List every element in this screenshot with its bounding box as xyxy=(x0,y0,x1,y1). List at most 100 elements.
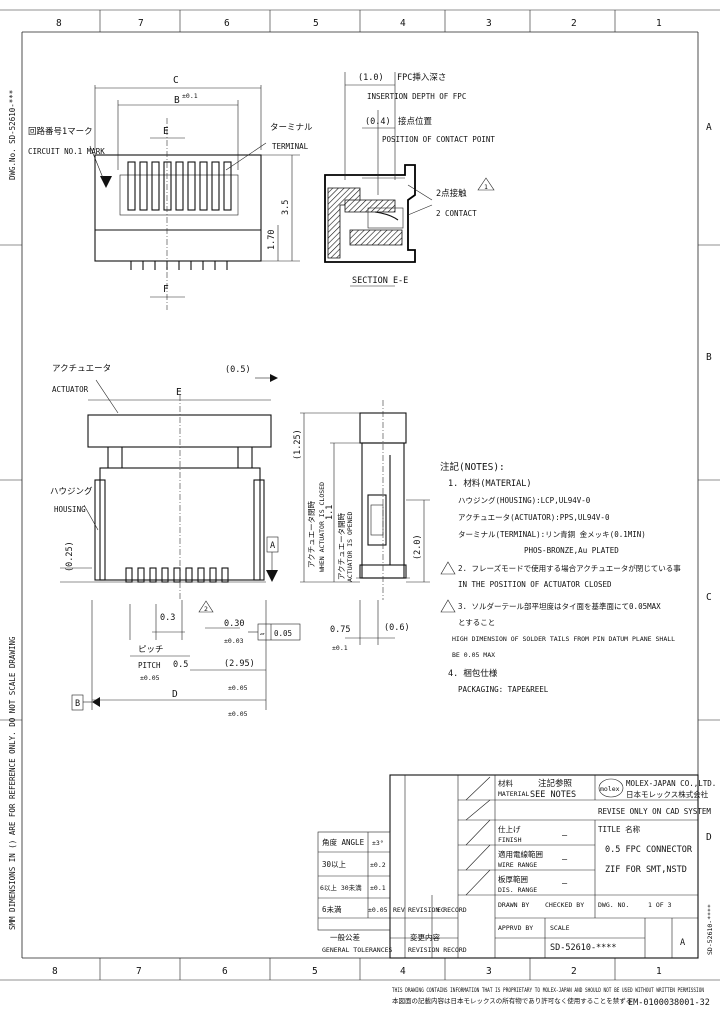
material-value-jp: 注記参照 xyxy=(538,778,573,789)
col-label: 2 xyxy=(571,966,577,977)
wire-range-label-jp: 適用電線範囲 xyxy=(498,849,543,859)
dim-05: (0.5) xyxy=(225,365,251,375)
tol-row2-value: ±0.1 xyxy=(370,884,386,892)
title-line1: 0.5 FPC CONNECTOR xyxy=(605,845,693,855)
angle-label: 角度 ANGLE xyxy=(322,837,365,847)
rev-letter: A xyxy=(680,938,685,948)
terminal-label-jp: ターミナル xyxy=(270,123,313,133)
finish-label-jp: 仕上げ xyxy=(498,824,521,834)
section-label: SECTION E-E xyxy=(352,276,408,286)
col-label: 4 xyxy=(400,18,406,29)
scale-label: SCALE xyxy=(550,924,570,932)
drawn-by-label: DRAWN BY xyxy=(498,901,529,909)
col-label: 2 xyxy=(571,18,577,29)
flatness-value: 0.05 xyxy=(274,629,292,638)
note-line: アクチュエータ(ACTUATOR):PPS,UL94V-0 xyxy=(458,513,610,522)
angle-value: ±3° xyxy=(372,839,384,847)
dim-b: B xyxy=(174,95,180,106)
dim-03: 0.3 xyxy=(160,613,175,623)
pitch-label-jp: ピッチ xyxy=(138,645,164,655)
sheet-number: 1 OF 3 xyxy=(648,901,672,909)
footer-en: THIS DRAWING CONTAINS INFORMATION THAT I… xyxy=(392,986,704,994)
column-labels-bottom: 8 7 6 5 4 3 2 1 xyxy=(52,966,662,977)
notes-block: 注記(NOTES): 1. 材料(MATERIAL) ハウジング(HOUSING… xyxy=(440,461,681,694)
finish-value: — xyxy=(562,831,568,841)
logo-text: molex xyxy=(600,785,620,793)
rev-col-rev: REV xyxy=(393,906,405,914)
tol-row3-label: 6未満 xyxy=(322,904,342,914)
col-label: 6 xyxy=(224,18,230,29)
note-line: PACKAGING: TAPE&REEL xyxy=(458,685,549,694)
contact-pos-label-en: POSITION OF CONTACT POINT xyxy=(382,135,495,144)
company-name-en: MOLEX-JAPAN CO.,LTD. xyxy=(626,779,716,788)
dim-11: 1.1 xyxy=(325,505,335,520)
tol-pitch: ±0.05 xyxy=(140,674,160,682)
col-label: 1 xyxy=(656,18,662,29)
dim-b-tol: ±0.1 xyxy=(182,92,198,100)
title-label: TITLE 名称 xyxy=(598,824,641,834)
pitch-value: 0.5 xyxy=(173,660,188,670)
terminal-label-en: TERMINAL xyxy=(272,142,309,151)
rev-record-jp: 変更内容 xyxy=(410,932,440,942)
row-label: A xyxy=(706,122,712,133)
note-line: とすること xyxy=(458,618,495,627)
col-label: 5 xyxy=(312,966,318,977)
tol-295: ±0.05 xyxy=(228,684,248,692)
note-line: 2. フレーズモードで使用する場合アクチュエータが閉じている事 xyxy=(458,563,681,573)
dim-2: (2.0) xyxy=(413,534,423,560)
tol-row1-label: 30以上 xyxy=(322,860,347,869)
dis-range-label-jp: 板厚範囲 xyxy=(498,874,528,884)
dim-170: 1.70 xyxy=(267,230,277,250)
side-view: アクチュエータ閉時 WHEN ACTUATOR IS CLOSED (1.25)… xyxy=(293,400,430,652)
col-label: 1 xyxy=(656,966,662,977)
fpc-insert-dim: (1.0) xyxy=(358,73,384,83)
note-line: 4. 梱包仕様 xyxy=(448,668,498,679)
rev-col-record: REVISION RECORD xyxy=(408,906,467,914)
dim-125: (1.25) xyxy=(293,429,303,460)
col-label: 5 xyxy=(313,18,319,29)
actuator-label-jp: アクチュエータ xyxy=(52,364,111,374)
notes-heading: 注記(NOTES): xyxy=(440,461,505,473)
dwg-number: SD-52610-**** xyxy=(550,943,617,953)
wire-range-value: — xyxy=(562,855,568,865)
dim-030: 0.30 xyxy=(224,619,244,629)
left-margin-note: SMM DIMENSIONS IN () ARE FOR REFERENCE O… xyxy=(8,636,17,930)
actuator-close-label-jp: アクチュエータ閉時 xyxy=(307,500,316,568)
contact-pos-dim: (0.4) xyxy=(365,117,391,127)
molex-logo-icon xyxy=(598,778,624,798)
revise-note: REVISE ONLY ON CAD SYSTEM xyxy=(598,807,711,816)
actuator-label-en: ACTUATOR xyxy=(52,385,89,394)
rev-col-ec: EC xyxy=(437,906,445,914)
note-flag-1: 1 xyxy=(484,183,488,191)
col-label: 8 xyxy=(52,966,58,977)
front-view: E アクチュエータ ACTUATOR (0.5) ハウジング HOUSING (… xyxy=(50,364,301,718)
material-value-en: SEE NOTES xyxy=(530,790,576,800)
dim-e-top: E xyxy=(163,126,169,137)
note-line: 1. 材料(MATERIAL) xyxy=(448,478,532,489)
tol-075: ±0.1 xyxy=(332,644,348,652)
title-line2: ZIF FOR SMT,NSTD xyxy=(605,865,687,875)
flatness-symbol: ▱ xyxy=(260,629,265,638)
tol-row3-value: ±0.05 xyxy=(368,906,388,914)
note-line: ターミナル(TERMINAL):リン青銅 金メッキ(0.1MIN) xyxy=(458,529,646,539)
fpc-insert-label-jp: FPC挿入深さ xyxy=(397,72,446,83)
dis-range-label-en: DIS. RANGE xyxy=(498,886,537,894)
circuit-mark-label-en: CIRCUIT NO.1 MARK xyxy=(28,147,105,156)
tol-row1-value: ±0.2 xyxy=(370,861,386,869)
contact-pos-label-jp: 接点位置 xyxy=(398,116,433,127)
right-edge-note: SD-52610-**** xyxy=(706,904,714,955)
datum-a: A xyxy=(270,541,275,551)
row-label: C xyxy=(706,592,712,603)
actuator-close-label-en: WHEN ACTUATOR IS CLOSED xyxy=(318,482,326,572)
col-label: 7 xyxy=(138,18,144,29)
company-name-jp: 日本モレックス株式会社 xyxy=(626,789,709,799)
col-label: 3 xyxy=(486,966,492,977)
material-label-en: MATERIAL xyxy=(498,790,529,798)
col-label: 3 xyxy=(486,18,492,29)
fpc-insert-label-en: INSERTION DEPTH OF FPC xyxy=(367,92,466,101)
housing-label-en: HOUSING xyxy=(54,505,86,514)
pitch-label-en: PITCH xyxy=(138,661,161,670)
